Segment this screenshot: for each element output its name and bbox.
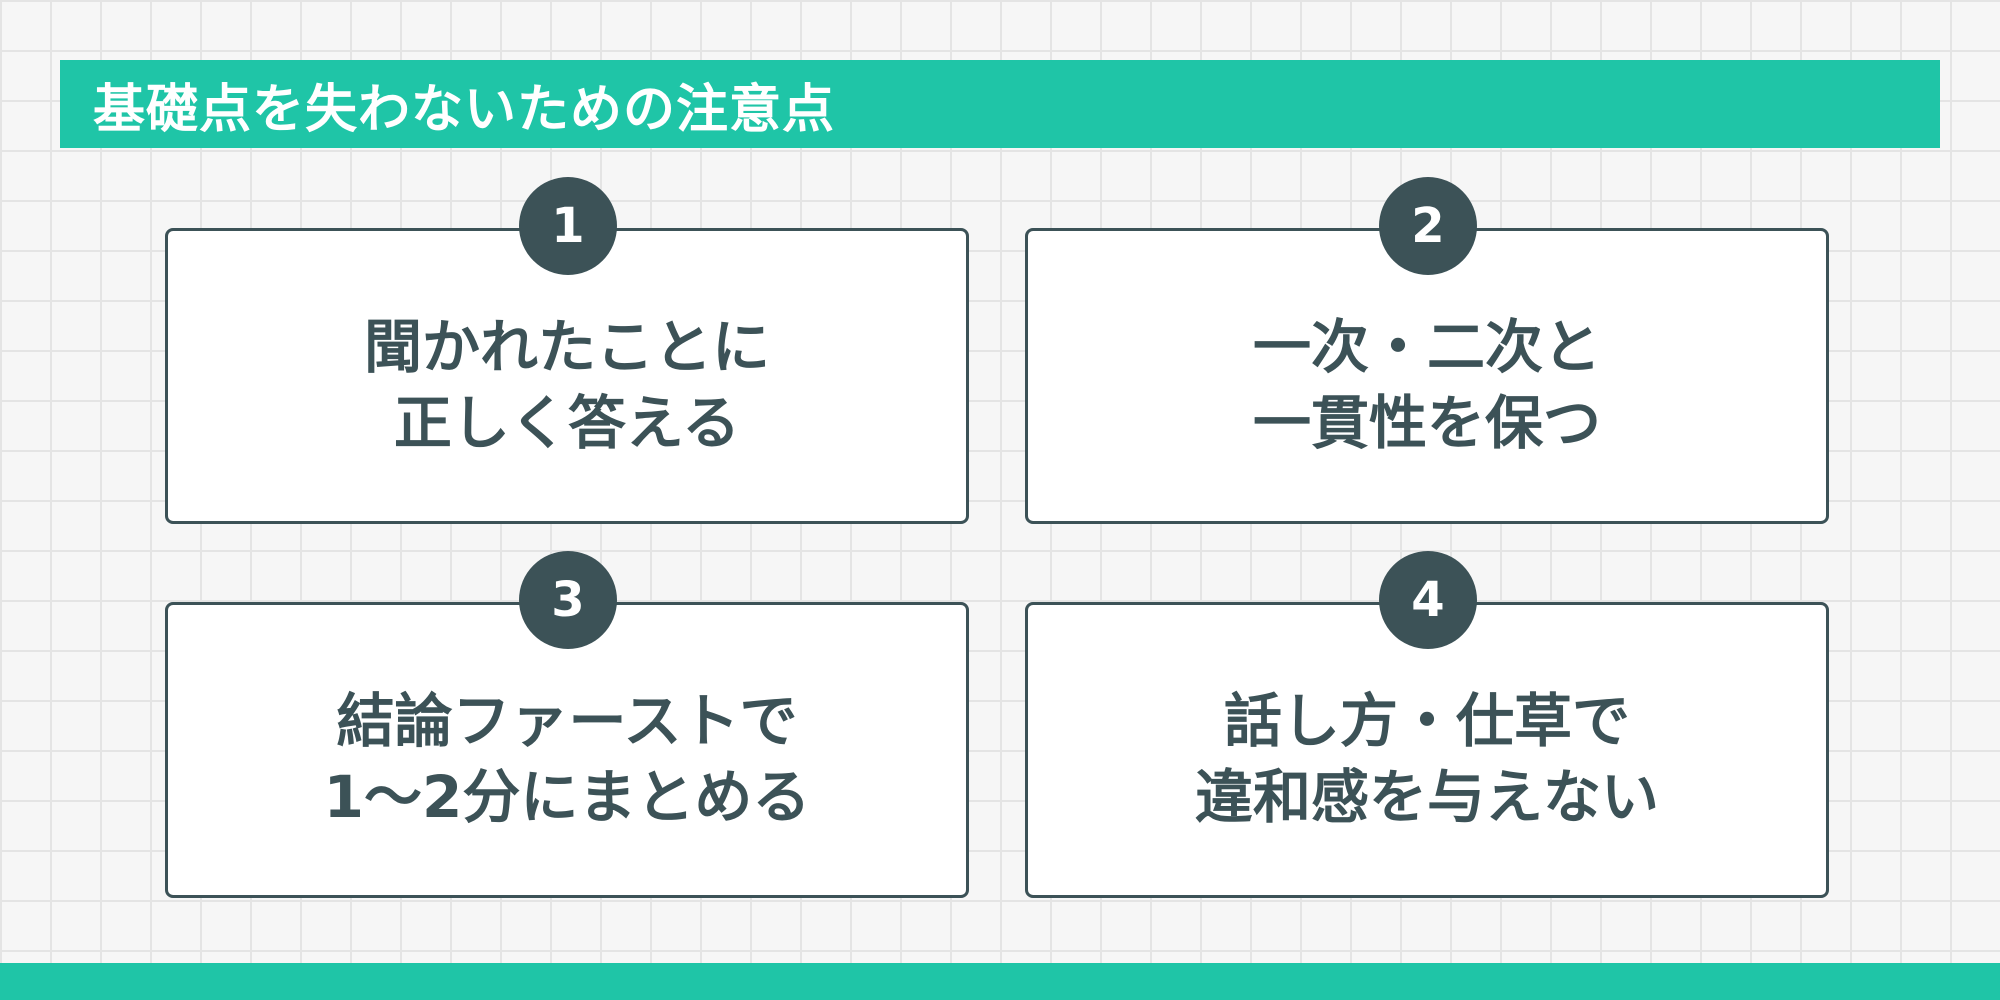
title-banner: 基礎点を失わないための注意点 bbox=[60, 60, 1940, 148]
card-4-line-2: 違和感を与えない bbox=[1194, 763, 1659, 831]
card-4: 話し方・仕草で 違和感を与えない bbox=[1025, 602, 1829, 898]
card-2-line-2: 一貫性を保つ bbox=[1252, 389, 1601, 457]
card-2-number-badge: 2 bbox=[1379, 177, 1477, 275]
card-3-line-1: 結論ファーストで bbox=[336, 687, 798, 755]
card-3: 結論ファーストで 1〜2分にまとめる bbox=[165, 602, 969, 898]
page-title: 基礎点を失わないための注意点 bbox=[93, 79, 836, 140]
bottom-accent-bar bbox=[0, 963, 2000, 1000]
card-3-number-badge: 3 bbox=[519, 551, 617, 649]
card-3-line-2: 1〜2分にまとめる bbox=[323, 763, 811, 831]
card-4-number-badge: 4 bbox=[1379, 551, 1477, 649]
card-2-line-1: 一次・二次と bbox=[1252, 313, 1601, 381]
card-1-number-badge: 1 bbox=[519, 177, 617, 275]
card-1: 聞かれたことに 正しく答える bbox=[165, 228, 969, 524]
card-1-line-1: 聞かれたことに bbox=[363, 313, 770, 381]
card-4-line-1: 話し方・仕草で bbox=[1223, 687, 1630, 755]
card-1-line-2: 正しく答える bbox=[393, 389, 741, 457]
